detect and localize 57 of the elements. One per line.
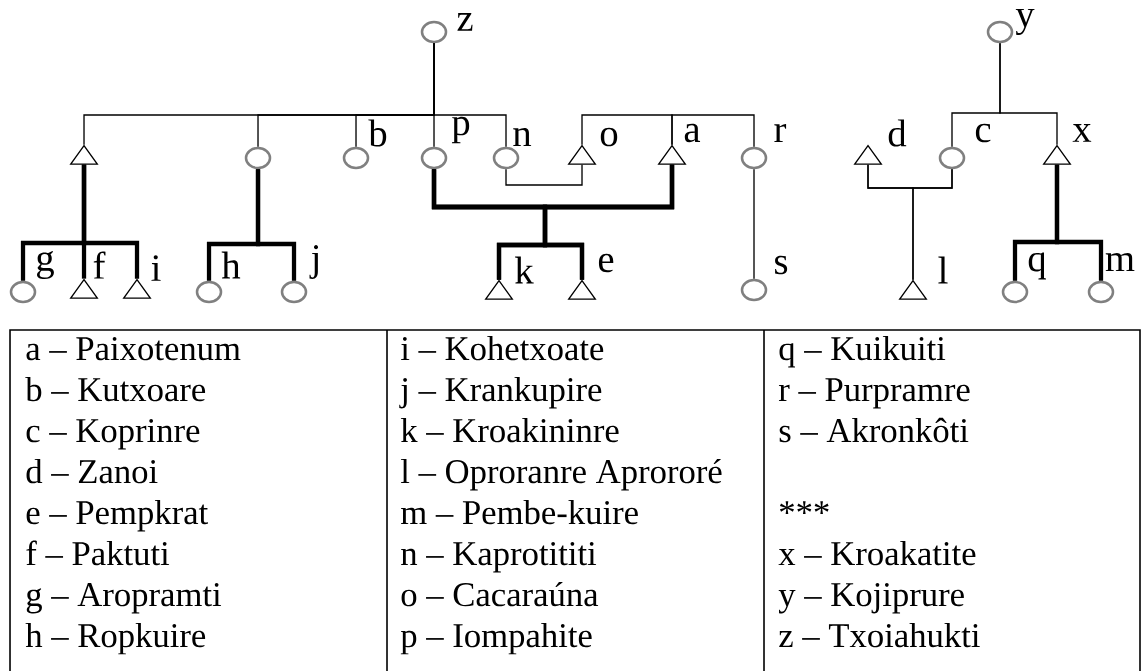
key-entry: a – Paixotenum: [26, 337, 241, 361]
letter-label: x: [1072, 124, 1092, 142]
letter-label: z: [457, 13, 473, 31]
key-entry: f – Paktuti: [26, 540, 170, 566]
kinship-line: [542, 164, 675, 280]
key-entry: k – Kroakininre: [400, 417, 619, 443]
letter-label: f: [93, 251, 106, 279]
letter-label: o: [600, 127, 618, 147]
key-entry: c – Koprinre: [26, 419, 200, 450]
key-entry: y – Kojiprure: [778, 583, 964, 614]
letter-label: p: [451, 116, 470, 144]
letter-label: d: [888, 119, 907, 147]
key-entry: n – Kaprotititi: [401, 542, 597, 573]
key-entry: e – Pempkrat: [26, 499, 208, 532]
kinship-line: [999, 42, 1058, 146]
letter-label: r: [774, 123, 787, 143]
letter-label: b: [368, 119, 387, 147]
kinship-line: [81, 164, 140, 279]
letter-label: g: [37, 250, 54, 280]
letter-label: a: [684, 123, 701, 143]
kinship-line: [505, 164, 583, 186]
kinship-line: [753, 168, 755, 280]
letter-label: e: [598, 253, 614, 273]
key-entry: o – Cacaraúna: [401, 581, 599, 607]
kinship-line: [255, 169, 297, 281]
letter-label: s: [775, 255, 788, 275]
key-entry: g – Aropramti: [26, 583, 222, 614]
letter-label: k: [515, 256, 534, 284]
letter-label: y: [1015, 8, 1035, 36]
letter-label: q: [1028, 252, 1046, 280]
key-entry: l – Oproranre Aprororé: [400, 458, 722, 491]
key-entry: m – Pembe-kuire: [401, 499, 638, 525]
kinship-line: [671, 114, 755, 148]
kinship-line: [581, 114, 673, 146]
key-entry: x – Kroakatite: [778, 540, 976, 566]
key-entry: q – Kuikuiti: [779, 335, 946, 368]
letter-label: c: [975, 123, 991, 143]
key-entry: r – Purpramre: [778, 378, 970, 409]
letter-label: n: [513, 127, 532, 147]
letter-label: m: [1105, 252, 1135, 272]
key-entry: s – Akronkôti: [779, 417, 969, 443]
key-entry: d – Zanoi: [26, 458, 158, 484]
key-entry: j – Krankupire: [399, 376, 602, 409]
letter-label: h: [221, 251, 241, 279]
kinship-line: [1054, 164, 1104, 281]
key-entry: b – Kutxoare: [25, 376, 206, 402]
circle-symbol: [244, 146, 272, 170]
key-entry: z – Txoiahukti: [779, 622, 980, 648]
key-entry: ***: [779, 501, 829, 514]
kinship-line: [912, 168, 953, 281]
letter-label: i: [151, 255, 161, 281]
letter-label: l: [938, 256, 948, 284]
kinship-line: [433, 42, 507, 148]
key-entry: p – Iompahite: [400, 622, 592, 655]
key-entry: i – Kohetxoate: [401, 335, 604, 361]
key-entry: h – Ropkuire: [25, 622, 206, 655]
letter-label: j: [309, 245, 319, 279]
